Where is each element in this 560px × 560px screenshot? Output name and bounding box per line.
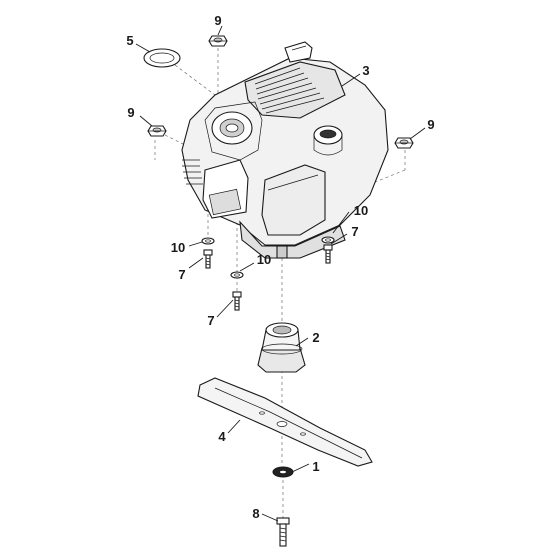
- washer-part-10-mid: [230, 271, 244, 279]
- callout-5: 5: [126, 33, 133, 48]
- callout-7-left: 7: [178, 267, 185, 282]
- callout-7-right: 7: [351, 224, 358, 239]
- hex-nut-part-9-right: [394, 137, 414, 149]
- callout-7-mid: 7: [207, 313, 214, 328]
- bolt-part-7-right: [323, 244, 333, 264]
- blade-washer-part-1: [272, 466, 294, 478]
- callout-9-left: 9: [127, 105, 134, 120]
- blade-bolt-part-8: [276, 517, 290, 547]
- hex-nut-part-9-top: [208, 35, 228, 47]
- engine-part-3: [181, 41, 389, 259]
- callout-leaders: [135, 25, 426, 522]
- gasket-ring-part-5: [143, 48, 181, 68]
- callout-9-right: 9: [427, 117, 434, 132]
- callout-10-mid: 10: [257, 252, 271, 267]
- callout-9-top: 9: [214, 13, 221, 28]
- washer-part-10-left: [201, 237, 215, 245]
- callout-labels: 9 5 3 9 9 10 7 10 7 10 7 2 4 1 8: [126, 13, 434, 521]
- bolt-part-7-mid: [232, 291, 242, 311]
- washer-part-10-right: [321, 236, 335, 244]
- callout-10-left: 10: [171, 240, 185, 255]
- callout-3: 3: [362, 63, 369, 78]
- blade-adapter-part-2: [257, 322, 306, 373]
- callout-10-right: 10: [354, 203, 368, 218]
- callout-2: 2: [312, 330, 319, 345]
- callout-4: 4: [218, 429, 226, 444]
- callout-8: 8: [252, 506, 259, 521]
- mower-blade-part-4: [197, 377, 373, 467]
- callout-1: 1: [312, 459, 319, 474]
- hex-nut-part-9-left: [147, 125, 167, 137]
- bolt-part-7-left: [203, 249, 213, 269]
